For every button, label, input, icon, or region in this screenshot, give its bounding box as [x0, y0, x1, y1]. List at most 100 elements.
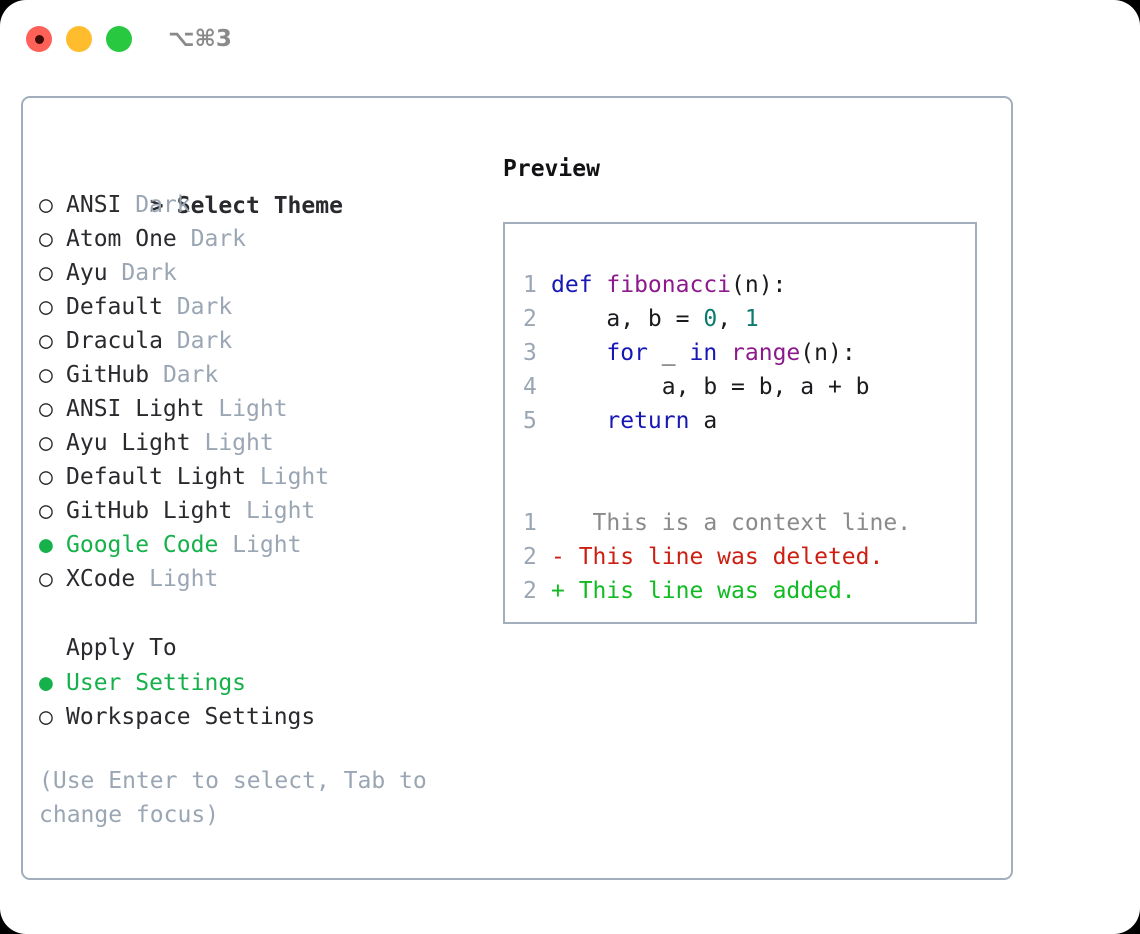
theme-list-item[interactable]: ○Atom One Dark — [39, 222, 479, 256]
diff-line: 1 This is a context line. — [523, 506, 975, 540]
diff-line: 2- This line was deleted. — [523, 540, 975, 574]
theme-picker-column: >Select Theme ○ANSI Dark○Atom One Dark○A… — [39, 152, 479, 832]
code-line-number: 1 — [523, 272, 537, 298]
theme-name-variant-gap — [232, 498, 246, 524]
theme-name-variant-gap — [246, 464, 260, 490]
select-theme-label: Select Theme — [176, 193, 343, 219]
theme-name: Google Code — [66, 532, 219, 558]
theme-variant-badge: Light — [232, 532, 302, 558]
theme-name: XCode — [66, 566, 136, 592]
radio-unselected-icon: ○ — [39, 260, 53, 286]
title-bar: ⌥⌘3 — [0, 0, 1140, 78]
diff-line-number: 1 — [523, 510, 537, 536]
diff-sign — [551, 510, 565, 536]
theme-name: Ayu — [66, 260, 108, 286]
code-token-fn: fibonacci — [606, 272, 732, 298]
radio-unselected-icon: ○ — [39, 498, 53, 524]
theme-variant-badge: Light — [149, 566, 219, 592]
theme-name: Atom One — [66, 226, 177, 252]
theme-name: GitHub — [66, 362, 150, 388]
code-line: 4 a, b = b, a + b — [523, 370, 975, 404]
theme-list-item[interactable]: ○GitHub Dark — [39, 358, 479, 392]
theme-list-item[interactable]: ○ANSI Dark — [39, 188, 479, 222]
minimize-button[interactable] — [66, 26, 92, 52]
theme-variant-badge: Light — [259, 464, 330, 490]
theme-list-item[interactable]: ○ Ayu Dark — [39, 256, 479, 290]
code-token-num: 1 — [744, 306, 759, 332]
main-panel: >Select Theme ○ANSI Dark○Atom One Dark○A… — [21, 96, 1013, 880]
diff-line-number: 2 — [523, 578, 537, 604]
theme-name-variant-gap — [191, 430, 205, 456]
code-token-kw: in — [689, 340, 718, 366]
theme-name: Dracula — [66, 328, 163, 354]
diff-text: This is a context line. — [564, 510, 912, 536]
apply-to-indent — [39, 630, 66, 666]
theme-variant-badge: Light — [218, 396, 288, 422]
code-token-pl — [551, 408, 606, 434]
theme-variant-badge: Light — [204, 430, 274, 456]
code-diff-spacer-2 — [523, 472, 975, 506]
theme-name: ANSI Light — [66, 396, 205, 422]
theme-name-variant-gap — [204, 396, 218, 422]
theme-variant-badge: Dark — [162, 362, 219, 388]
select-theme-header: >Select Theme — [39, 152, 479, 219]
theme-list-item[interactable]: ● Google Code Light — [39, 528, 479, 562]
theme-list-item[interactable]: ○Dracula Dark — [39, 324, 479, 358]
theme-list-item[interactable]: ○Ayu Light Light — [39, 426, 479, 460]
maximize-button[interactable] — [106, 26, 132, 52]
code-token-fn: range — [731, 340, 801, 366]
diff-line-number: 2 — [523, 544, 537, 570]
diff-sign: - — [551, 544, 565, 570]
code-token-pl — [717, 340, 731, 366]
close-button[interactable] — [26, 26, 52, 52]
theme-list: ○ANSI Dark○Atom One Dark○Ayu Dark○Defaul… — [39, 188, 479, 596]
code-token-pl: a, b = b, a + b — [551, 374, 870, 400]
theme-variant-badge: Dark — [176, 294, 233, 320]
theme-variant-badge: Dark — [121, 260, 177, 286]
spacer — [39, 596, 479, 630]
keyboard-hint-text: (Use Enter to select, Tab to change focu… — [39, 768, 441, 828]
apply-to-item[interactable]: ○Workspace Settings — [39, 700, 479, 734]
code-token-pl: (n): — [731, 272, 787, 298]
theme-name-variant-gap — [163, 294, 177, 320]
theme-name: GitHub Light — [66, 498, 233, 524]
code-token-kw: for — [606, 340, 648, 366]
radio-unselected-icon: ○ — [39, 566, 53, 592]
traffic-light-buttons — [26, 26, 132, 52]
theme-list-item[interactable]: ○ GitHub Light Light — [39, 494, 479, 528]
theme-list-item[interactable]: ○Default Dark — [39, 290, 479, 324]
theme-name-variant-gap — [149, 362, 163, 388]
code-token-kw: return — [606, 408, 690, 434]
code-token-num: 0 — [703, 306, 718, 332]
radio-unselected-icon: ○ — [39, 464, 53, 490]
theme-name-variant-gap — [163, 328, 177, 354]
apply-to-item[interactable]: ●User Settings — [39, 666, 479, 700]
theme-list-item[interactable]: ○ANSI Light Light — [39, 392, 479, 426]
code-token-pl: a — [689, 408, 718, 434]
diff-sample: 1 This is a context line.2- This line wa… — [523, 506, 975, 608]
code-line-number: 2 — [523, 306, 537, 332]
theme-name-variant-gap — [108, 260, 122, 286]
diff-text: This line was added. — [564, 578, 856, 604]
radio-selected-icon: ● — [39, 670, 53, 696]
keyboard-shortcut-label: ⌥⌘3 — [168, 26, 232, 52]
theme-list-item[interactable]: ○ XCode Light — [39, 562, 479, 596]
apply-to-header: Apply To — [39, 630, 479, 666]
code-token-pl: (n): — [800, 340, 856, 366]
code-token-pl — [551, 340, 606, 366]
code-token-pl: , — [717, 306, 745, 332]
radio-unselected-icon: ○ — [39, 226, 53, 252]
diff-line: 2+ This line was added. — [523, 574, 975, 608]
code-line: 5 return a — [523, 404, 975, 438]
radio-selected-icon: ● — [39, 532, 53, 558]
radio-unselected-icon: ○ — [39, 704, 53, 730]
theme-list-item[interactable]: ○Default Light Light — [39, 460, 479, 494]
radio-unselected-icon: ○ — [39, 192, 53, 218]
theme-variant-badge: Dark — [135, 192, 191, 218]
theme-variant-badge: Dark — [176, 328, 233, 354]
theme-variant-badge: Light — [246, 498, 316, 524]
